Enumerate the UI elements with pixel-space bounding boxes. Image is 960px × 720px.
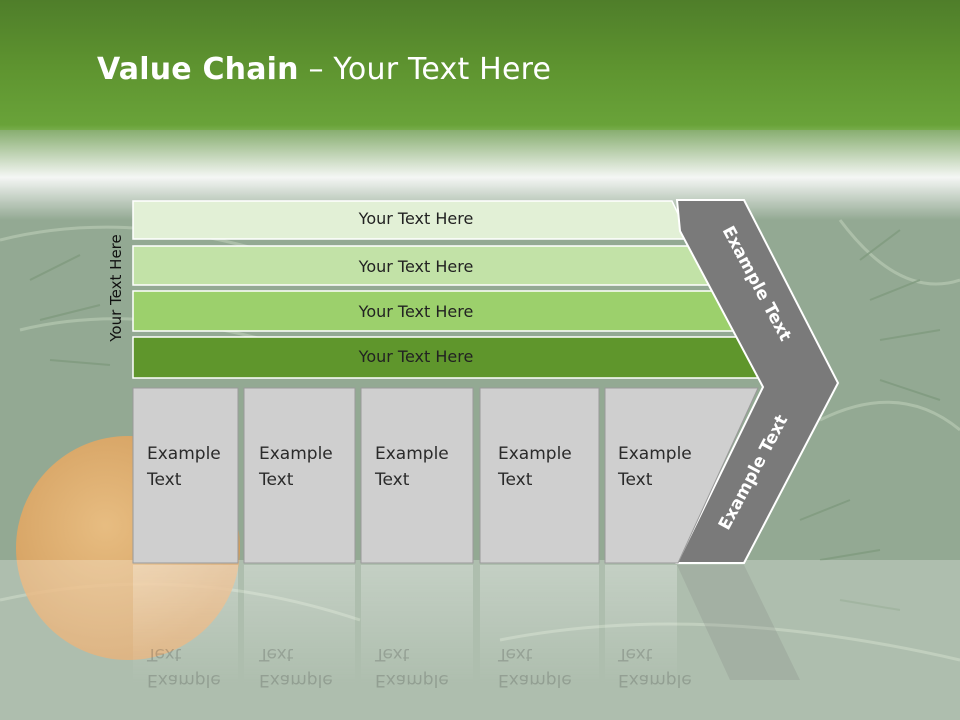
- box-5-line2: Text: [617, 470, 653, 490]
- box-3: [360, 387, 474, 564]
- box-4: [479, 387, 600, 564]
- bar-1-label: Your Text Here: [358, 209, 474, 228]
- box-4-reflection-line1: Example: [498, 670, 572, 690]
- bars-group: Your Text Here Your Text Here Your Text …: [132, 200, 766, 379]
- chevron-group: Example Text Example Text: [675, 199, 840, 564]
- box-5-reflection-line1: Example: [618, 670, 692, 690]
- box-4-line1: Example: [498, 444, 572, 464]
- box-2-line2: Text: [258, 470, 294, 490]
- bar-3-label: Your Text Here: [358, 302, 474, 321]
- side-label: Your Text Here: [107, 234, 125, 342]
- box-3-reflection-line1: Example: [375, 670, 449, 690]
- box-1-line1: Example: [147, 444, 221, 464]
- box-5: [604, 387, 759, 564]
- box-3-reflection-line2: Text: [374, 644, 410, 664]
- header-band: [0, 0, 960, 130]
- box-3-line2: Text: [374, 470, 410, 490]
- box-4-reflection-line2: Text: [497, 644, 533, 664]
- box-1: [132, 387, 239, 564]
- box-2: [243, 387, 356, 564]
- bar-4-label: Your Text Here: [358, 347, 474, 366]
- box-5-reflection-line2: Text: [617, 644, 653, 664]
- slide-title: Value Chain – Your Text Here: [97, 52, 551, 87]
- boxes-reflection: Example Text Example Text Example Text E…: [133, 565, 800, 690]
- box-1-reflection-line2: Text: [146, 644, 182, 664]
- box-1-reflection-line1: Example: [147, 670, 221, 690]
- box-5-line1: Example: [618, 444, 692, 464]
- box-1-line2: Text: [146, 470, 182, 490]
- box-2-reflection-line2: Text: [258, 644, 294, 664]
- title-rest: – Your Text Here: [298, 52, 552, 87]
- bar-2-label: Your Text Here: [358, 257, 474, 276]
- box-4-line2: Text: [497, 470, 533, 490]
- chevron-arrow: [675, 199, 840, 564]
- box-3-line1: Example: [375, 444, 449, 464]
- box-2-reflection-line1: Example: [259, 670, 333, 690]
- boxes-group: Example Text Example Text Example Text E…: [132, 387, 759, 564]
- title-bold: Value Chain: [97, 52, 299, 87]
- box-2-line1: Example: [259, 444, 333, 464]
